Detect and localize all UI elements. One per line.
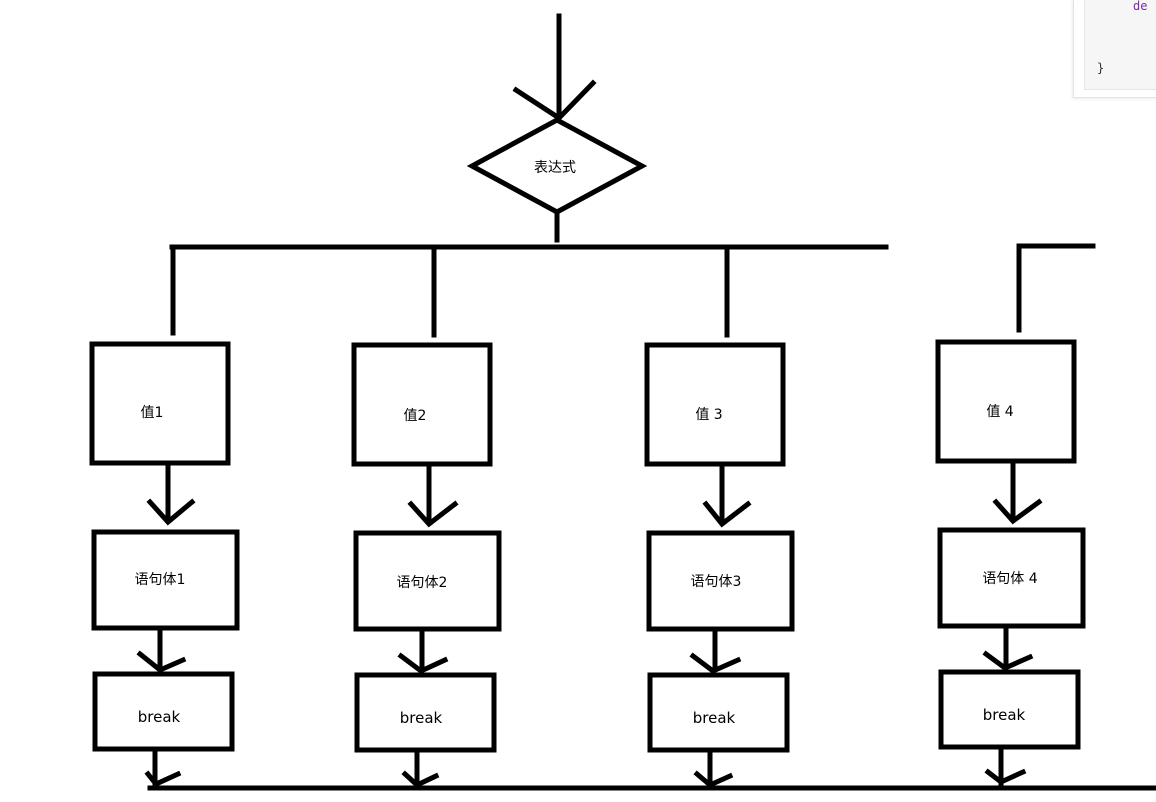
body-label-2: 语句体2 <box>397 575 448 591</box>
break-label-4: break <box>983 706 1026 724</box>
code-snippet-panel: de } <box>1073 0 1156 98</box>
branch-bus-case4 <box>1016 243 1096 333</box>
body-box-2 <box>353 530 502 632</box>
arrowhead-2a <box>407 500 459 528</box>
body-box-3 <box>646 530 795 632</box>
break-label-2: break <box>400 709 443 727</box>
expression-label: 表达式 <box>534 160 576 176</box>
break-box-2 <box>354 672 497 753</box>
value-box-3 <box>644 342 786 467</box>
code-keyword-fragment: de <box>1133 0 1148 13</box>
arrowhead-3a <box>702 500 752 528</box>
arrowhead-4b <box>982 650 1034 671</box>
arrowhead-2c <box>401 770 440 788</box>
break-label-3: break <box>693 709 736 727</box>
value-box-4 <box>935 339 1077 464</box>
body-label-3: 语句体3 <box>691 574 742 590</box>
body-label-4: 语句体 4 <box>982 571 1037 587</box>
break-label-1: break <box>138 708 181 726</box>
arrowhead-1c <box>144 770 182 788</box>
arrowhead-1b <box>136 650 187 673</box>
arrowhead-1a <box>146 498 196 526</box>
arrowhead-4c <box>984 768 1027 785</box>
value-box-2 <box>351 342 493 467</box>
value-label-2: 值2 <box>404 408 427 424</box>
body-box-1 <box>91 529 240 631</box>
break-box-3 <box>647 672 790 753</box>
break-box-4 <box>938 669 1081 750</box>
arrowhead-3b <box>689 652 742 674</box>
arrowhead-4a <box>992 498 1043 525</box>
value-label-4: 值 4 <box>986 404 1013 420</box>
value-label-1: 值1 <box>141 405 164 421</box>
body-box-4 <box>937 527 1086 629</box>
break-box-1 <box>92 671 235 752</box>
value-label-3: 值 3 <box>695 407 722 423</box>
arrowhead-2b <box>397 652 449 674</box>
arrowhead-3c <box>693 770 734 788</box>
code-closing-brace: } <box>1097 61 1105 75</box>
code-snippet-block: de } <box>1084 0 1156 90</box>
value-box-1 <box>89 341 231 466</box>
body-label-1: 语句体1 <box>135 572 186 588</box>
entry-arrowhead <box>512 79 597 122</box>
